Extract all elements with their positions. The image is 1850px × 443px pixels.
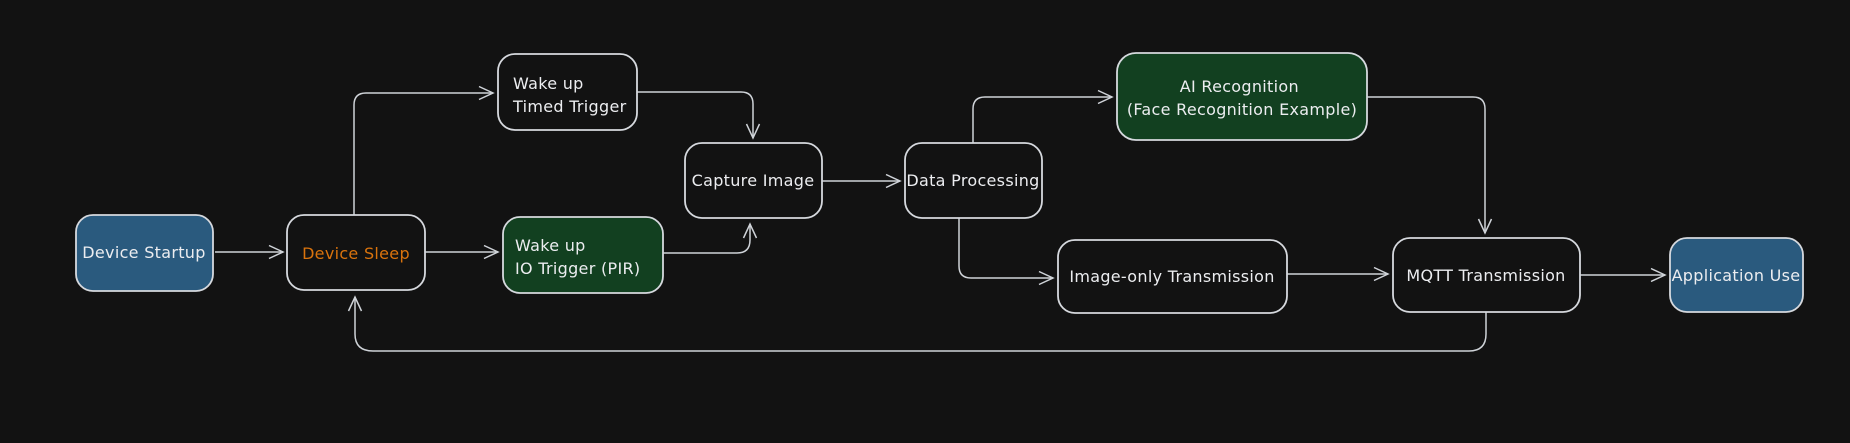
mqtt-transmission-box[interactable] xyxy=(1392,237,1581,313)
node-wake-up-io-trigger[interactable]: Wake up IO Trigger (PIR) xyxy=(502,216,664,294)
edge-ai-to-mqtt xyxy=(1367,96,1493,235)
data-processing-label: Data Processing xyxy=(906,171,1039,190)
node-image-only-transmission[interactable]: Image-only Transmission xyxy=(1057,239,1288,314)
edge-mqtt-to-sleep-loop xyxy=(347,295,1487,352)
edge-timed-trigger-to-capture xyxy=(637,91,761,140)
node-mqtt-transmission[interactable]: MQTT Transmission xyxy=(1392,237,1581,313)
wake-up-timed-trigger-box[interactable] xyxy=(497,53,638,131)
device-sleep-box[interactable] xyxy=(286,214,426,291)
edge-processing-to-image-only xyxy=(958,218,1055,286)
edge-io-trigger-to-capture xyxy=(663,222,758,254)
wake-up-timed-trigger-label: Wake up Timed Trigger xyxy=(512,74,627,116)
node-application-use[interactable]: Application Use xyxy=(1669,237,1804,313)
image-only-transmission-label: Image-only Transmission xyxy=(1069,267,1274,286)
ai-recognition-label: AI Recognition (Face Recognition Example… xyxy=(1127,77,1357,119)
wake-up-io-trigger-label: Wake up IO Trigger (PIR) xyxy=(515,236,640,278)
node-data-processing[interactable]: Data Processing xyxy=(904,142,1043,219)
application-use-box[interactable] xyxy=(1669,237,1804,313)
node-ai-recognition[interactable]: AI Recognition (Face Recognition Example… xyxy=(1116,52,1368,141)
node-wake-up-timed-trigger[interactable]: Wake up Timed Trigger xyxy=(497,53,638,131)
data-processing-box[interactable] xyxy=(904,142,1043,219)
device-startup-label: Device Startup xyxy=(82,243,205,262)
device-sleep-label: Device Sleep xyxy=(302,244,410,263)
edges-layer xyxy=(215,85,1667,352)
edge-processing-to-ai xyxy=(972,89,1114,143)
image-only-transmission-box[interactable] xyxy=(1057,239,1288,314)
ai-recognition-box[interactable] xyxy=(1116,52,1368,141)
capture-image-label: Capture Image xyxy=(692,171,815,190)
application-use-label: Application Use xyxy=(1672,266,1801,285)
node-capture-image[interactable]: Capture Image xyxy=(684,142,823,219)
mqtt-transmission-label: MQTT Transmission xyxy=(1406,266,1565,285)
device-startup-box[interactable] xyxy=(75,214,214,292)
node-device-sleep[interactable]: Device Sleep xyxy=(286,214,426,291)
node-device-startup[interactable]: Device Startup xyxy=(75,214,214,292)
capture-image-box[interactable] xyxy=(684,142,823,219)
wake-up-io-trigger-box[interactable] xyxy=(502,216,664,294)
edge-sleep-to-timed-trigger xyxy=(353,85,495,215)
